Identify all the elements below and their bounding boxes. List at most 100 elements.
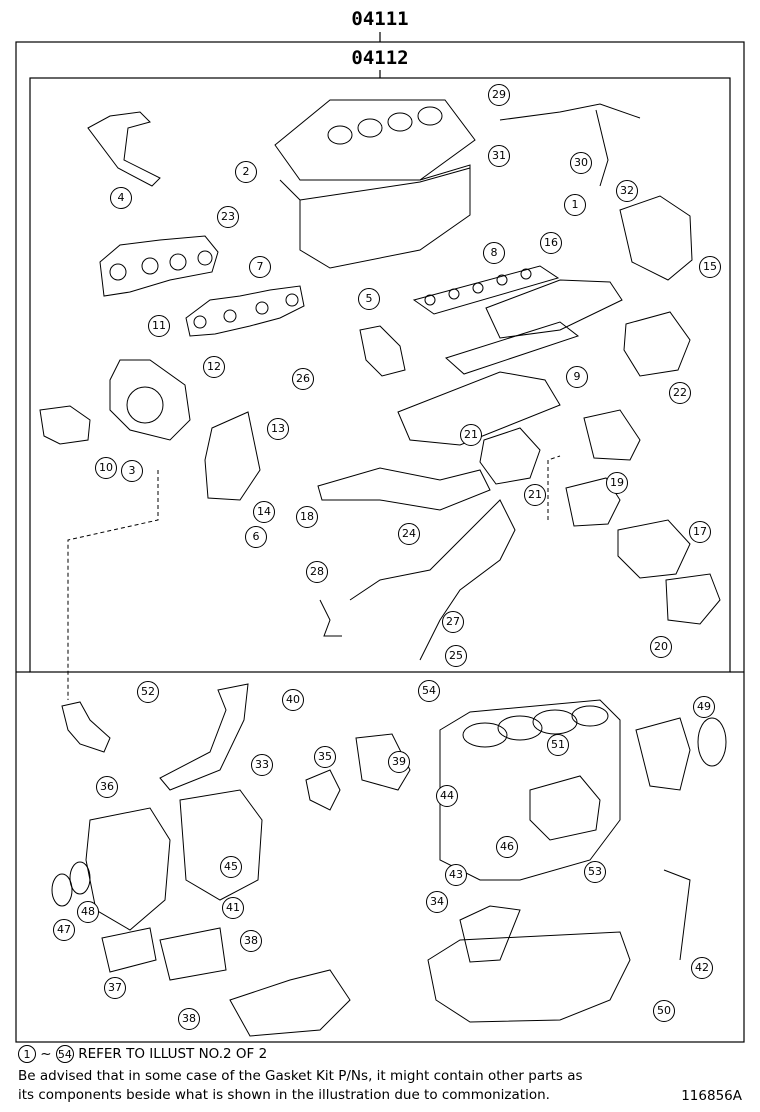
callout-21a[interactable]: 21 — [460, 424, 482, 446]
callout-42[interactable]: 42 — [691, 957, 713, 979]
gasket-35-shape — [305, 769, 341, 811]
callout-8[interactable]: 8 — [483, 242, 505, 264]
egr-cooler-shape — [397, 371, 561, 446]
callout-27[interactable]: 27 — [442, 611, 464, 633]
gasket-8-shape — [412, 265, 560, 315]
callout-20[interactable]: 20 — [650, 636, 672, 658]
gasket-7-shape — [185, 285, 305, 337]
assembly-number-outer: 04111 — [351, 8, 409, 30]
callout-17[interactable]: 17 — [689, 521, 711, 543]
sensor-wiring-shape — [349, 499, 516, 661]
dipstick-shape — [663, 869, 691, 961]
callout-2[interactable]: 2 — [235, 161, 257, 183]
timing-housing-shape — [619, 195, 693, 281]
callout-4[interactable]: 4 — [110, 187, 132, 209]
callout-47[interactable]: 47 — [53, 919, 75, 941]
lower-water-pipe-shape — [159, 683, 249, 791]
callout-50[interactable]: 50 — [653, 1000, 675, 1022]
callout-16[interactable]: 16 — [540, 232, 562, 254]
callout-38b[interactable]: 38 — [178, 1008, 200, 1030]
callout-39[interactable]: 39 — [388, 751, 410, 773]
callout-10[interactable]: 10 — [95, 457, 117, 479]
callout-54[interactable]: 54 — [418, 680, 440, 702]
callout-3[interactable]: 3 — [121, 460, 143, 482]
callout-41[interactable]: 41 — [222, 897, 244, 919]
callout-15[interactable]: 15 — [699, 256, 721, 278]
callout-5[interactable]: 5 — [358, 288, 380, 310]
thermostat-housing-shape — [623, 311, 691, 377]
heat-shield-shape — [204, 411, 261, 501]
callout-21b[interactable]: 21 — [524, 484, 546, 506]
callout-33[interactable]: 33 — [251, 754, 273, 776]
callout-11[interactable]: 11 — [148, 315, 170, 337]
callout-49[interactable]: 49 — [693, 696, 715, 718]
callout-32[interactable]: 32 — [616, 180, 638, 202]
callout-40[interactable]: 40 — [282, 689, 304, 711]
turbocharger-shape — [109, 359, 191, 441]
injection-pump-shape — [529, 775, 601, 841]
range-separator: ~ — [40, 1046, 52, 1062]
callout-36[interactable]: 36 — [96, 776, 118, 798]
callout-25[interactable]: 25 — [445, 645, 467, 667]
callout-6[interactable]: 6 — [245, 526, 267, 548]
callout-19[interactable]: 19 — [606, 472, 628, 494]
air-connector-shape — [617, 519, 691, 579]
callout-22[interactable]: 22 — [669, 382, 691, 404]
throttle-shape — [583, 409, 641, 461]
refer-text: REFER TO ILLUST NO.2 OF 2 — [78, 1046, 268, 1062]
callout-43[interactable]: 43 — [445, 864, 467, 886]
sensor-lead-shape — [319, 599, 342, 637]
oil-strainer-shape — [459, 905, 521, 963]
dashed-reference-right — [547, 455, 561, 520]
callout-23[interactable]: 23 — [217, 206, 239, 228]
turbo-elbow-shape — [39, 405, 91, 445]
intake-manifold-shape — [485, 279, 623, 339]
callout-52[interactable]: 52 — [137, 681, 159, 703]
pipe-36-shape — [61, 701, 111, 753]
callout-48[interactable]: 48 — [77, 901, 99, 923]
injection-pipe-shape — [499, 103, 641, 121]
callout-12[interactable]: 12 — [203, 356, 225, 378]
callout-26[interactable]: 26 — [292, 368, 314, 390]
injector-shape — [595, 109, 609, 187]
callout-24[interactable]: 24 — [398, 523, 420, 545]
callout-7[interactable]: 7 — [249, 256, 271, 278]
dashed-reference-left — [67, 470, 159, 700]
callout-51[interactable]: 51 — [547, 734, 569, 756]
throttle-body-shape — [565, 477, 621, 527]
inner-kit-boundary — [29, 77, 731, 673]
seal-retainer-shape — [635, 717, 691, 791]
advisory-line-2: its components beside what is shown in t… — [18, 1087, 550, 1103]
water-elbow-shape — [359, 325, 406, 377]
assembly-number-inner: 04112 — [351, 47, 409, 69]
gasket-39-shape — [355, 733, 411, 791]
callout-34[interactable]: 34 — [426, 891, 448, 913]
water-outlet-shape — [665, 573, 721, 625]
exhaust-manifold-shape — [99, 235, 219, 297]
callout-13[interactable]: 13 — [267, 418, 289, 440]
gasket-37-shape — [101, 927, 157, 973]
callout-53[interactable]: 53 — [584, 861, 606, 883]
cylinder-head-shape — [279, 164, 471, 269]
callout-14[interactable]: 14 — [253, 501, 275, 523]
callout-35[interactable]: 35 — [314, 746, 336, 768]
gasket-9-shape — [445, 321, 580, 375]
callout-46[interactable]: 46 — [496, 836, 518, 858]
egr-valve-shape — [479, 427, 541, 485]
front-cover-shape — [179, 789, 263, 901]
callout-37[interactable]: 37 — [104, 977, 126, 999]
rear-oil-seal — [697, 717, 727, 767]
head-cover-shape — [274, 99, 476, 181]
callout-29[interactable]: 29 — [488, 84, 510, 106]
callout-18[interactable]: 18 — [296, 506, 318, 528]
callout-30[interactable]: 30 — [570, 152, 592, 174]
callout-31[interactable]: 31 — [488, 145, 510, 167]
callout-28[interactable]: 28 — [306, 561, 328, 583]
callout-45[interactable]: 45 — [220, 856, 242, 878]
callout-1[interactable]: 1 — [564, 194, 586, 216]
oil-pump-shape — [229, 969, 351, 1037]
callout-9[interactable]: 9 — [566, 366, 588, 388]
lower-section-parts — [51, 683, 727, 1037]
callout-38a[interactable]: 38 — [240, 930, 262, 952]
callout-44[interactable]: 44 — [436, 785, 458, 807]
